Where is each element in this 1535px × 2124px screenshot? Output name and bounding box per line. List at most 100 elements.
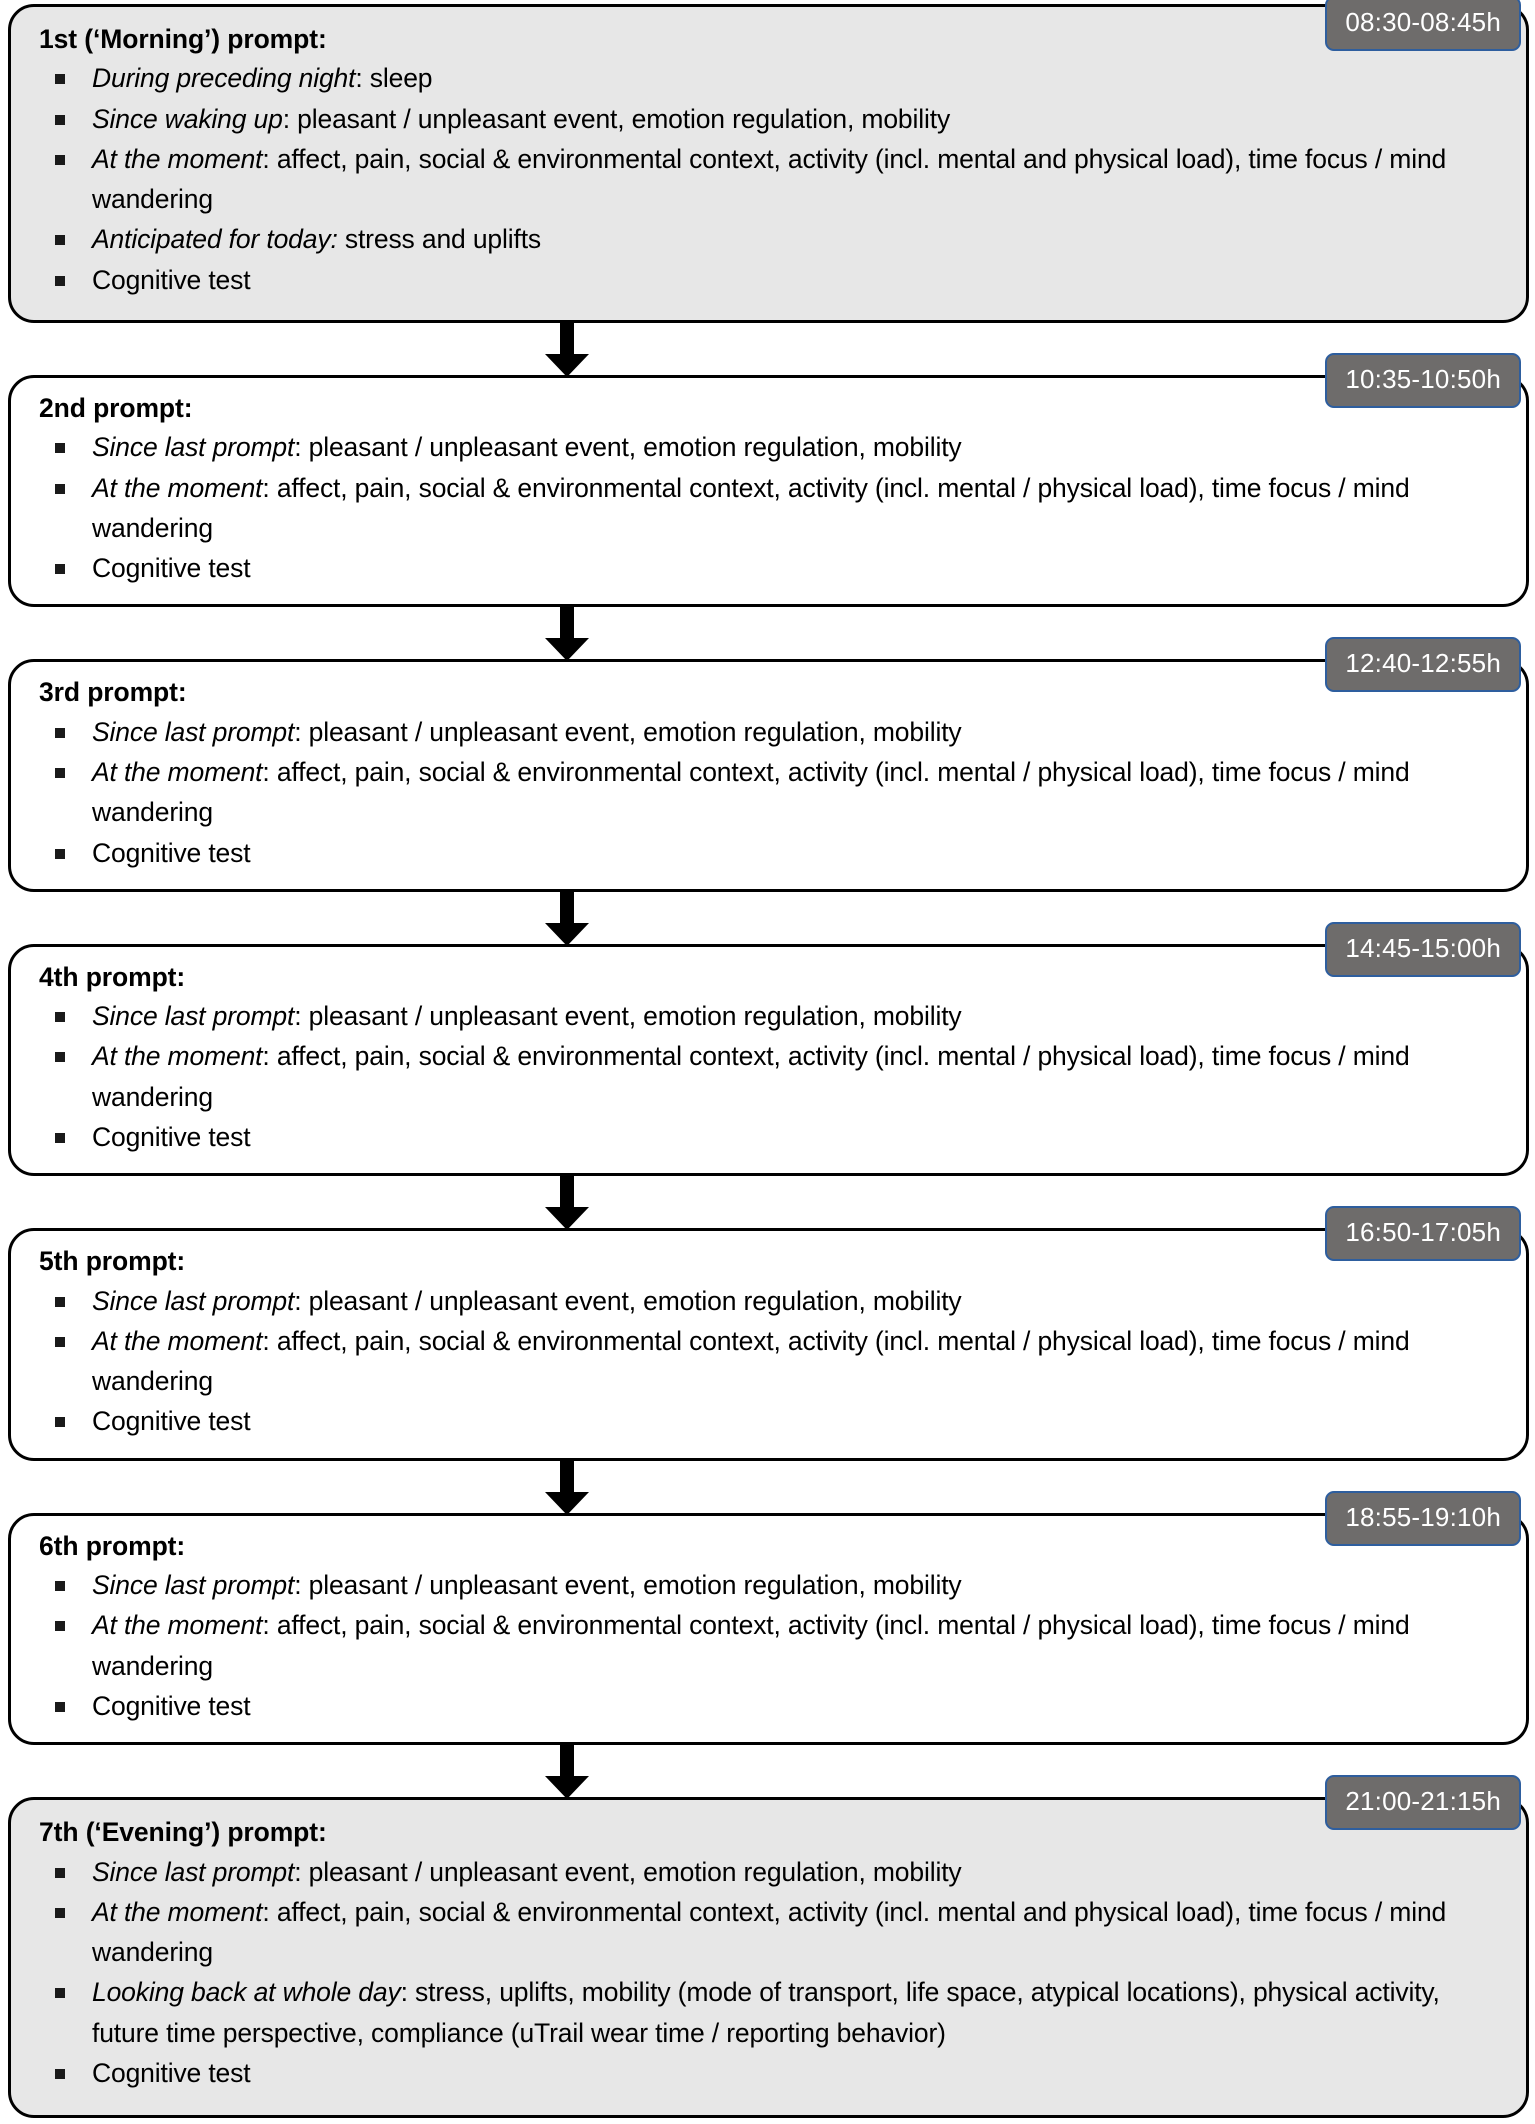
down-arrow-icon bbox=[545, 1174, 589, 1231]
square-bullet-icon bbox=[55, 768, 65, 779]
prompt-item-rest: : pleasant / unpleasant event, emotion r… bbox=[294, 716, 962, 747]
prompt-item-rest: Cognitive test bbox=[92, 837, 251, 868]
prompt-item-lead: Anticipated for today: bbox=[92, 224, 338, 255]
prompt-item: Since last prompt: pleasant / unpleasant… bbox=[37, 1281, 1486, 1321]
time-window-badge: 16:50-17:05h bbox=[1325, 1206, 1521, 1262]
prompt-item-rest: stress and uplifts bbox=[337, 224, 542, 255]
prompt-item-text: Cognitive test bbox=[92, 2057, 251, 2088]
square-bullet-icon bbox=[55, 1581, 65, 1592]
square-bullet-icon bbox=[55, 74, 65, 85]
prompt-item-rest: Cognitive test bbox=[92, 1122, 251, 1153]
prompt-item: Since last prompt: pleasant / unpleasant… bbox=[37, 1565, 1486, 1605]
prompt-block-5: 5th prompt: Since last prompt: pleasant /… bbox=[0, 1206, 1535, 1461]
prompt-item-text: Cognitive test bbox=[92, 265, 251, 295]
prompt-item-rest: : affect, pain, social & environmental c… bbox=[92, 1896, 1447, 1968]
time-window-badge: 18:55-19:10h bbox=[1325, 1490, 1521, 1546]
down-arrow-icon bbox=[545, 320, 589, 377]
prompt-item-rest: : affect, pain, social & environmental c… bbox=[92, 1610, 1410, 1681]
prompt-item-rest: : affect, pain, social & environmental c… bbox=[92, 1041, 1410, 1112]
prompt-title: 1st (‘Morning’) prompt: bbox=[39, 24, 327, 54]
prompt-item: At the moment: affect, pain, social & en… bbox=[37, 139, 1486, 220]
prompt-item-text: Cognitive test bbox=[92, 1690, 251, 1721]
prompt-title: 6th prompt: bbox=[39, 1530, 186, 1561]
prompt-item-text: During preceding night: sleep bbox=[92, 63, 433, 94]
prompt-block-4: 4th prompt:Since last prompt: pleasant /… bbox=[0, 921, 1535, 1177]
prompt-item-rest: Cognitive test bbox=[92, 1690, 251, 1721]
prompt-item-lead: At the moment bbox=[92, 1610, 263, 1641]
prompt-item-rest: Cognitive test bbox=[92, 2057, 251, 2088]
prompt-item: Since last prompt: pleasant / unpleasant… bbox=[37, 1852, 1486, 1892]
square-bullet-icon bbox=[55, 154, 65, 165]
prompt-item-lead: Since waking up bbox=[92, 103, 283, 134]
prompt-item-rest: : pleasant / unpleasant event, emotion r… bbox=[294, 1570, 962, 1601]
prompt-item-lead: Since last prompt bbox=[92, 1856, 295, 1887]
prompt-item-lead: At the moment bbox=[92, 1041, 263, 1072]
prompt-item-lead: At the moment bbox=[92, 1325, 263, 1356]
square-bullet-icon bbox=[55, 1417, 65, 1428]
prompt-item-list: Since last prompt: pleasant / unpleasant… bbox=[37, 712, 1486, 873]
prompt-item-text: At the moment: affect, pain, social & en… bbox=[92, 1326, 1410, 1396]
prompt-item-rest: Cognitive test bbox=[92, 1406, 251, 1437]
prompt-item-lead: Since last prompt bbox=[92, 716, 295, 747]
prompt-block-3: 3rd prompt: Since last prompt: pleasant /… bbox=[0, 637, 1535, 892]
prompt-block-7: 7th (‘Evening’) prompt:Since last prompt… bbox=[0, 1775, 1535, 2119]
prompt-item-text: Since last prompt: pleasant / unpleasant… bbox=[92, 1857, 962, 1887]
prompt-item-lead: During preceding night bbox=[92, 63, 356, 94]
square-bullet-icon bbox=[55, 483, 65, 494]
prompt-block-6: 6th prompt: Since last prompt: pleasant /… bbox=[0, 1490, 1535, 1746]
prompt-item-list: Since last prompt: pleasant / unpleasant… bbox=[37, 1281, 1486, 1442]
square-bullet-icon bbox=[55, 275, 65, 286]
square-bullet-icon bbox=[55, 848, 65, 859]
prompt-item-lead: At the moment bbox=[92, 143, 263, 174]
time-window-badge: 08:30-08:45h bbox=[1325, 0, 1521, 51]
prompt-title: 3rd prompt: bbox=[39, 677, 187, 708]
prompt-item: Cognitive test bbox=[37, 1686, 1486, 1726]
prompt-item: At the moment: affect, pain, social & en… bbox=[37, 1036, 1486, 1117]
time-window-badge: 14:45-15:00h bbox=[1325, 921, 1521, 977]
square-bullet-icon bbox=[55, 1336, 65, 1347]
prompt-item: At the moment: affect, pain, social & en… bbox=[37, 1605, 1486, 1686]
prompt-item-text: Since last prompt: pleasant / unpleasant… bbox=[92, 1570, 962, 1600]
prompt-card-2: 2nd prompt:Since last prompt: pleasant /… bbox=[8, 374, 1529, 608]
prompt-item: Looking back at whole day: stress, uplif… bbox=[37, 1972, 1486, 2053]
prompt-item-lead: At the moment bbox=[92, 1896, 263, 1927]
prompt-item-text: At the moment: affect, pain, social & en… bbox=[92, 1610, 1410, 1680]
prompt-item-text: Since last prompt: pleasant / unpleasant… bbox=[92, 717, 962, 747]
prompt-item-text: Since waking up: pleasant / unpleasant e… bbox=[92, 104, 950, 134]
prompt-item-rest: : affect, pain, social & environmental c… bbox=[92, 1325, 1410, 1397]
prompt-item: Cognitive test bbox=[37, 548, 1486, 588]
prompt-item-text: At the moment: affect, pain, social & en… bbox=[92, 1897, 1446, 1967]
prompt-item-lead: Since last prompt bbox=[92, 1285, 295, 1316]
prompt-item-list: Since last prompt: pleasant / unpleasant… bbox=[37, 1852, 1486, 2094]
square-bullet-icon bbox=[55, 1052, 65, 1063]
square-bullet-icon bbox=[55, 564, 65, 575]
prompt-item-lead: Looking back at whole day bbox=[92, 1977, 401, 2008]
prompt-card-3: 3rd prompt: Since last prompt: pleasant /… bbox=[8, 659, 1529, 892]
prompt-title: 5th prompt: bbox=[39, 1246, 186, 1277]
prompt-item-text: Since last prompt: pleasant / unpleasant… bbox=[92, 1001, 962, 1031]
square-bullet-icon bbox=[55, 1012, 65, 1023]
prompt-item-rest: : affect, pain, social & environmental c… bbox=[92, 757, 1410, 828]
prompt-item: Since last prompt: pleasant / unpleasant… bbox=[37, 712, 1486, 752]
flow-arrow-connector-6 bbox=[0, 1743, 1535, 1800]
prompt-item: Cognitive test bbox=[37, 1117, 1486, 1157]
prompt-item-rest: : pleasant / unpleasant event, emotion r… bbox=[282, 103, 951, 134]
prompt-item-rest: : affect, pain, social & environmental c… bbox=[92, 143, 1447, 215]
square-bullet-icon bbox=[55, 1621, 65, 1632]
prompt-card-4: 4th prompt:Since last prompt: pleasant /… bbox=[8, 943, 1529, 1177]
prompt-item-list: Since last prompt: pleasant / unpleasant… bbox=[37, 996, 1486, 1157]
prompt-item: Since last prompt: pleasant / unpleasant… bbox=[37, 427, 1486, 467]
prompt-item-text: Cognitive test bbox=[92, 1406, 251, 1437]
time-window-badge: 12:40-12:55h bbox=[1325, 637, 1521, 693]
flow-arrow-connector-5 bbox=[0, 1458, 1535, 1515]
prompt-card-1: 1st (‘Morning’) prompt: During preceding … bbox=[8, 4, 1529, 323]
prompt-item-text: Since last prompt: pleasant / unpleasant… bbox=[92, 1286, 962, 1316]
square-bullet-icon bbox=[55, 1867, 65, 1878]
square-bullet-icon bbox=[55, 1988, 65, 1999]
prompt-item-text: At the moment: affect, pain, social & en… bbox=[92, 144, 1446, 214]
prompt-item-text: Looking back at whole day: stress, uplif… bbox=[92, 1977, 1440, 2047]
flow-arrow-connector-2 bbox=[0, 605, 1535, 662]
prompt-item-list: Since last prompt: pleasant / unpleasant… bbox=[37, 1565, 1486, 1726]
